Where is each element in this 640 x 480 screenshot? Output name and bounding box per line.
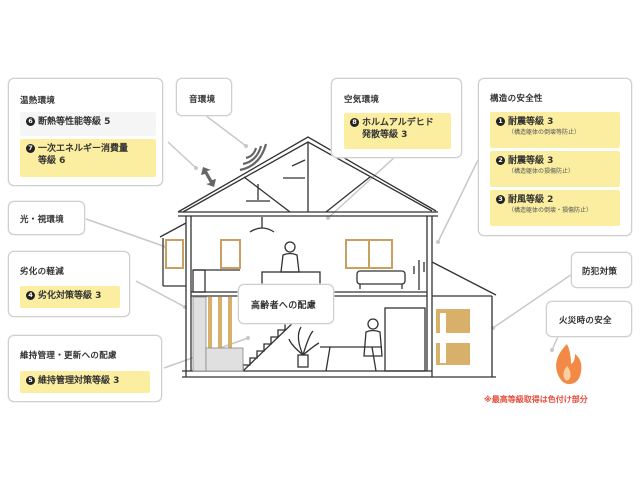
number-badge: 5 xyxy=(26,376,35,385)
highest-grade-note: ※最高等級取得は色付け部分 xyxy=(484,395,588,404)
item-label: 劣化対策等級 3 xyxy=(38,291,102,301)
sound-wave-icon xyxy=(239,143,268,172)
structural-safety-title: 構造の安全性 xyxy=(490,94,543,104)
fire-safety-title: 火災時の安全 xyxy=(559,316,612,326)
sound-environment-box: 音環境 xyxy=(176,78,232,116)
number-badge: 7 xyxy=(26,144,35,153)
double-arrow-icon xyxy=(201,167,216,187)
thermal-environment-title: 温熱環境 xyxy=(20,96,56,106)
item-sublabel: （構造躯体の損傷防止） xyxy=(508,168,575,175)
item-label: 耐震等級 3 xyxy=(508,117,554,127)
item-label: ホルムアルデヒド xyxy=(362,118,434,128)
number-badge: 2 xyxy=(496,156,505,165)
maintenance-title: 維持管理・更新への配慮 xyxy=(20,351,117,361)
number-badge: 1 xyxy=(496,117,505,126)
connector-lines xyxy=(85,114,579,369)
number-badge: 6 xyxy=(26,117,35,126)
light-environment-title: 光・視環境 xyxy=(20,215,65,225)
number-badge: 4 xyxy=(26,291,35,300)
item-sublabel: （構造躯体の倒壊等防止） xyxy=(508,129,581,136)
item-label: 耐震等級 3 xyxy=(508,156,554,166)
item-label: 断熱等性能等級 5 xyxy=(38,117,111,127)
item-label: 一次エネルギー消費量 xyxy=(38,144,129,154)
item-label-line2: 等級 6 xyxy=(38,156,66,166)
item-label: 耐風等級 2 xyxy=(508,195,554,205)
flame-icon xyxy=(556,344,582,384)
crime-prevention-box: 防犯対策 xyxy=(571,252,632,288)
number-badge: 8 xyxy=(350,118,359,127)
sound-environment-title: 音環境 xyxy=(189,95,216,105)
item-label-line2: 発散等級 3 xyxy=(362,130,408,140)
number-badge: 3 xyxy=(496,195,505,204)
item-label: 維持管理対策等級 3 xyxy=(38,376,120,386)
light-environment-box: 光・視環境 xyxy=(8,201,85,235)
item-sublabel: （構造躯体の倒壊・損傷防止） xyxy=(508,207,593,214)
fire-safety-box: 火災時の安全 xyxy=(546,301,632,337)
air-environment-title: 空気環境 xyxy=(344,95,380,105)
elderly-consideration-box: 高齢者への配慮 xyxy=(238,284,334,324)
elderly-consideration-title: 高齢者への配慮 xyxy=(251,301,317,311)
crime-prevention-title: 防犯対策 xyxy=(582,267,618,277)
deterioration-reduction-title: 劣化の軽減 xyxy=(20,267,65,277)
